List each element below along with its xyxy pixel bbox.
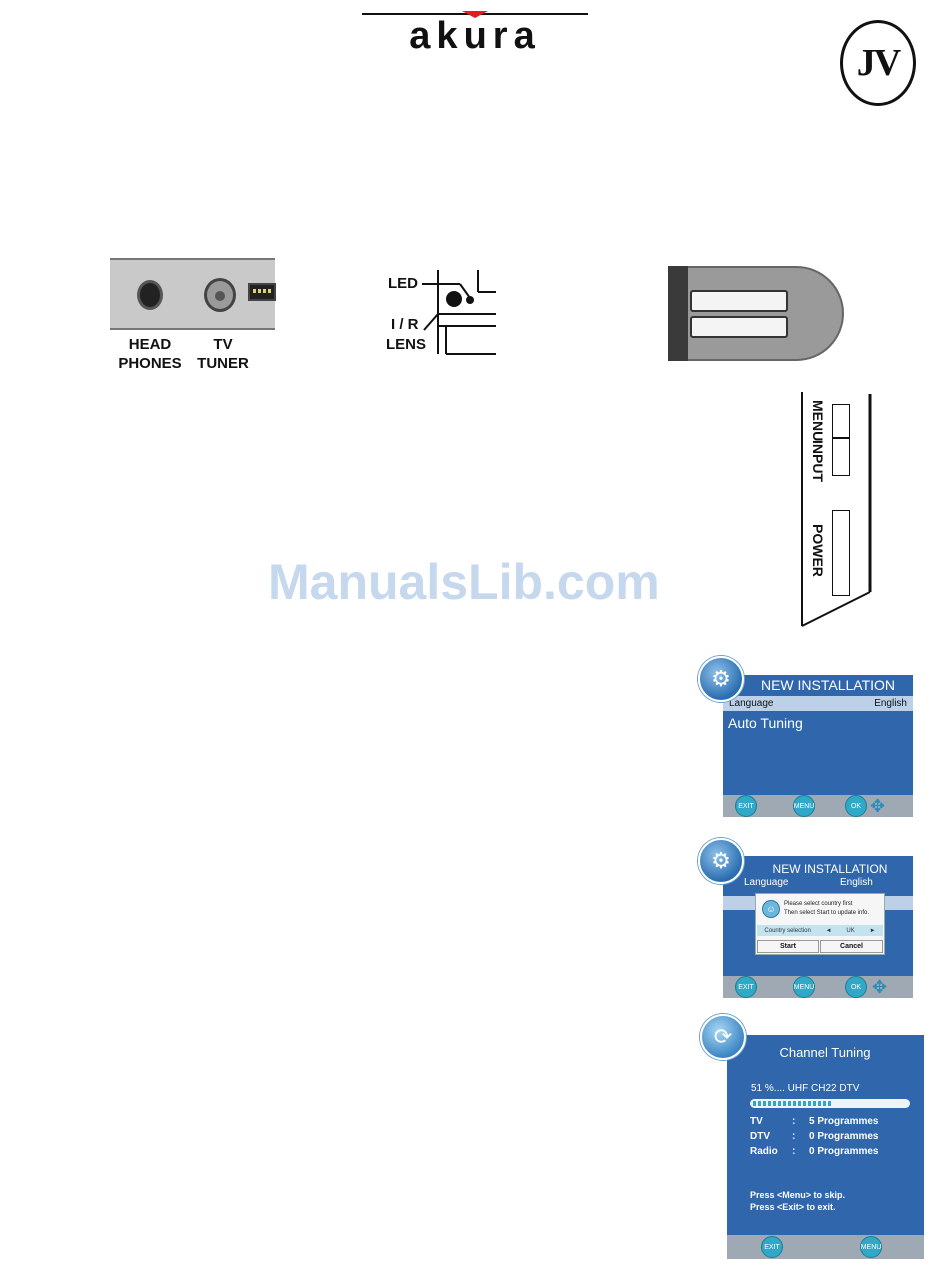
settings-gear-icon: ⚙	[698, 838, 744, 884]
input-button[interactable]	[832, 438, 850, 476]
tuning-row-separator: :	[792, 1131, 796, 1142]
arrow-right-icon[interactable]: ►	[869, 927, 876, 934]
led-ir-diagram	[422, 270, 496, 355]
smile-icon: ☺	[762, 900, 780, 918]
power-button-label: POWER	[810, 524, 826, 577]
exit-button[interactable]: EXIT	[761, 1236, 783, 1258]
headphones-label: HEAD PHONES	[118, 336, 182, 372]
tuning-row-value: 0 Programmes	[809, 1146, 879, 1157]
auto-tuning-item[interactable]: Auto Tuning	[728, 715, 803, 731]
tuning-row: DTV: 0 Programmes	[750, 1131, 878, 1146]
tuning-row-separator: :	[792, 1146, 796, 1157]
arrow-left-icon[interactable]: ◄	[825, 927, 832, 934]
tuning-row-value: 5 Programmes	[809, 1116, 879, 1127]
menu-button[interactable]: MENU	[793, 795, 815, 817]
tuning-icon: ⟳	[700, 1014, 746, 1060]
lens-label: LENS	[386, 336, 427, 353]
battery-compartment-edge	[668, 266, 688, 361]
battery-cell-icon	[690, 316, 788, 338]
svg-text:akura: akura	[409, 15, 540, 52]
akura-logo: akura	[362, 11, 588, 52]
menu-button[interactable]: MENU	[860, 1236, 882, 1258]
hint-exit: Press <Exit> to exit.	[750, 1202, 836, 1212]
screen2-language-value: English	[840, 877, 873, 888]
watermark: ManualsLib.com	[268, 554, 660, 610]
input-button-label: INPUT	[810, 440, 826, 482]
ok-button[interactable]: OK	[845, 795, 867, 817]
country-value: UK	[846, 927, 855, 934]
tuning-progress-text: 51 %.... UHF CH22 DTV	[751, 1083, 860, 1094]
battery-cell-icon	[690, 290, 788, 312]
tuning-row-label: DTV	[750, 1131, 770, 1142]
dialog-message: Please select country first Then select …	[784, 901, 870, 916]
navigate-arrows-icon: ✥	[872, 977, 888, 997]
language-value: English	[874, 698, 907, 709]
tuning-hints: Press <Menu> to skip. Press <Exit> to ex…	[750, 1189, 845, 1213]
tv-tuner-jack-center	[215, 291, 225, 301]
jv-badge: JV	[840, 20, 916, 106]
tuning-row-separator: :	[792, 1116, 796, 1127]
exit-button[interactable]: EXIT	[735, 795, 757, 817]
navigate-arrows-icon: ✥	[870, 796, 886, 816]
tuning-row: Radio: 0 Programmes	[750, 1146, 878, 1161]
screen1-title: NEW INSTALLATION	[760, 677, 896, 693]
menu-button[interactable]	[832, 404, 850, 438]
menu-button[interactable]: MENU	[793, 976, 815, 998]
country-selection-row[interactable]: Country selection ◄ UK ►	[757, 925, 883, 936]
screen3-footer	[727, 1235, 924, 1259]
new-installation-screen	[723, 675, 913, 795]
ok-button[interactable]: OK	[845, 976, 867, 998]
screen3-title: Channel Tuning	[779, 1045, 871, 1060]
tv-tuner-label: TV TUNER	[197, 336, 249, 372]
channel-tuning-screen	[727, 1035, 924, 1235]
start-button[interactable]: Start	[757, 940, 819, 953]
menu-button-label: MENU	[810, 400, 826, 442]
side-button-panel	[801, 392, 872, 627]
cancel-button[interactable]: Cancel	[820, 940, 883, 953]
led-label: LED	[388, 275, 418, 292]
language-label: Language	[729, 698, 774, 709]
settings-gear-icon: ⚙	[698, 656, 744, 702]
screen2-language-label: Language	[744, 877, 789, 888]
screen2-title: NEW INSTALLATION	[772, 862, 888, 876]
tuning-row-label: TV	[750, 1116, 763, 1127]
exit-button[interactable]: EXIT	[735, 976, 757, 998]
tuning-progress-fill	[753, 1101, 832, 1106]
ir-label: I / R	[391, 316, 419, 333]
tuning-row: TV: 5 Programmes	[750, 1116, 878, 1131]
hint-skip: Press <Menu> to skip.	[750, 1190, 846, 1200]
usb-port-pins	[253, 289, 271, 293]
tuning-row-value: 0 Programmes	[809, 1131, 879, 1142]
headphone-jack-icon	[137, 280, 163, 310]
tuning-row-label: Radio	[750, 1146, 778, 1157]
country-label: Country selection	[764, 927, 811, 934]
battery-compartment	[668, 266, 844, 361]
power-button[interactable]	[832, 510, 850, 596]
screen1-language-row[interactable]: Language English	[723, 696, 913, 711]
